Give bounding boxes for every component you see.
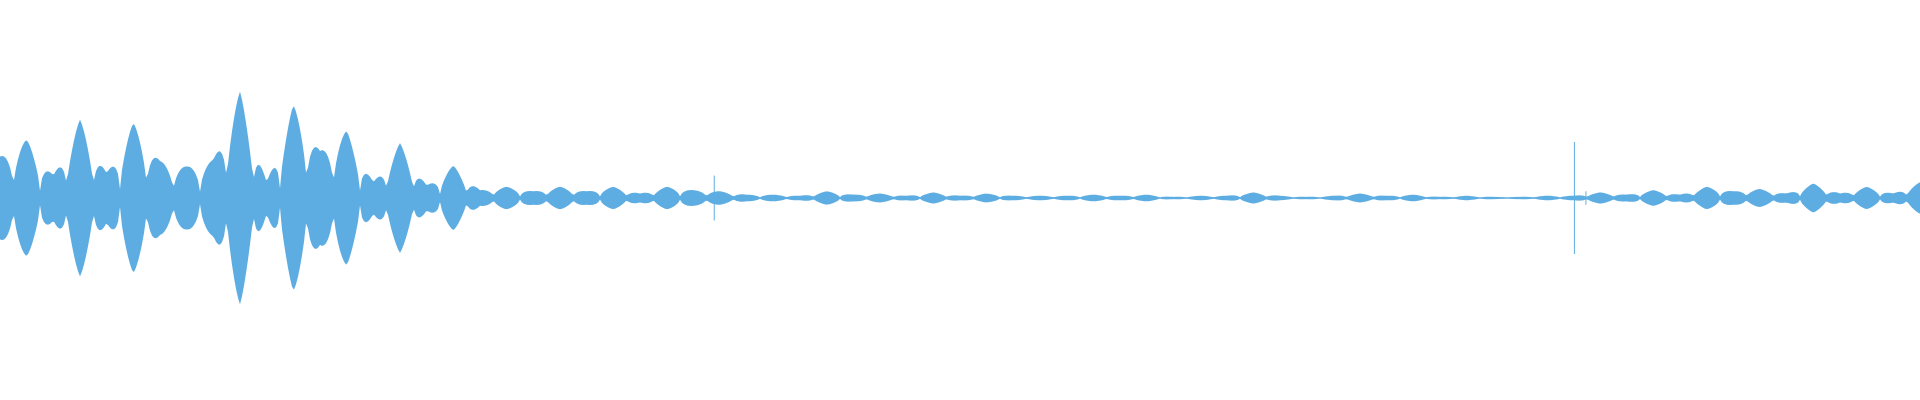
waveform-layer bbox=[0, 91, 1920, 305]
transient-markers bbox=[713, 142, 1587, 254]
